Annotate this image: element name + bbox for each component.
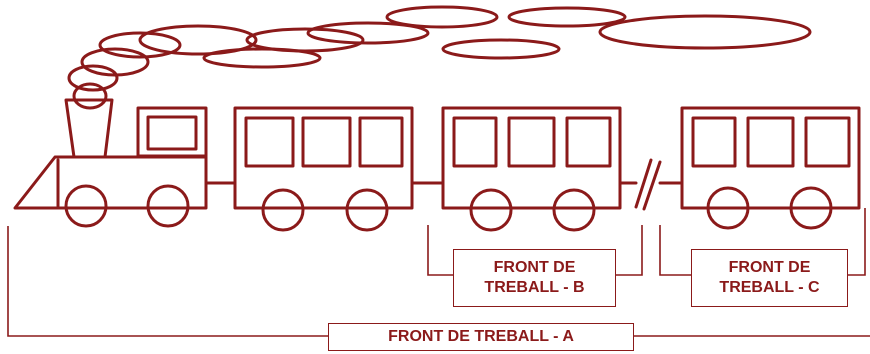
label-front-c-line2: TREBALL - C bbox=[719, 279, 820, 296]
smoke-cloud bbox=[202, 47, 322, 69]
break-mark bbox=[634, 158, 653, 209]
wagon-window bbox=[804, 116, 851, 168]
wagon-window bbox=[244, 116, 295, 168]
wagon-window bbox=[746, 116, 795, 168]
wagon-body bbox=[233, 106, 414, 210]
smoke-cloud bbox=[138, 24, 258, 56]
wagon-window bbox=[358, 116, 404, 168]
smoke-cloud bbox=[598, 14, 812, 50]
smoke-cloud bbox=[80, 47, 150, 77]
locomotive-window bbox=[146, 115, 198, 151]
wagon-body bbox=[680, 106, 861, 210]
wagon-wheel bbox=[469, 188, 513, 232]
label-front-c: FRONT DE TREBALL - C bbox=[691, 249, 848, 307]
locomotive-body bbox=[13, 155, 208, 210]
wagon-wheel bbox=[552, 188, 596, 232]
wagon-window bbox=[565, 116, 612, 168]
wagon-wheel bbox=[345, 188, 389, 232]
smoke-cloud bbox=[98, 31, 182, 59]
smoke-cloud bbox=[67, 64, 119, 92]
locomotive-wheel bbox=[146, 184, 190, 228]
label-front-c-line1: FRONT DE bbox=[728, 259, 811, 276]
wagon-window bbox=[301, 116, 352, 168]
smoke-cloud bbox=[507, 6, 627, 28]
smoke-cloud bbox=[72, 82, 108, 110]
locomotive bbox=[13, 98, 208, 228]
wagon-body bbox=[441, 106, 622, 210]
wagon-wheel bbox=[789, 186, 833, 230]
label-front-a-text: FRONT DE TREBALL - A bbox=[388, 328, 574, 345]
smoke-clouds bbox=[67, 5, 812, 110]
label-front-a: FRONT DE TREBALL - A bbox=[328, 323, 634, 351]
wagon-2 bbox=[441, 106, 622, 232]
wagon-wheel bbox=[261, 188, 305, 232]
smoke-cloud bbox=[245, 27, 365, 53]
wagon-1 bbox=[233, 106, 414, 232]
label-front-b: FRONT DE TREBALL - B bbox=[453, 249, 616, 307]
wagon-3 bbox=[680, 106, 861, 230]
wagon-window bbox=[507, 116, 556, 168]
label-front-b-line2: TREBALL - B bbox=[484, 279, 585, 296]
wagon-window bbox=[691, 116, 737, 168]
smoke-cloud bbox=[441, 38, 561, 60]
break-mark bbox=[642, 160, 662, 211]
wagon-window bbox=[452, 116, 498, 168]
locomotive-wheel bbox=[64, 184, 108, 228]
label-front-b-line1: FRONT DE bbox=[493, 259, 576, 276]
wagon-wheel bbox=[706, 186, 750, 230]
smoke-cloud bbox=[385, 5, 499, 29]
smoke-cloud bbox=[306, 21, 430, 45]
